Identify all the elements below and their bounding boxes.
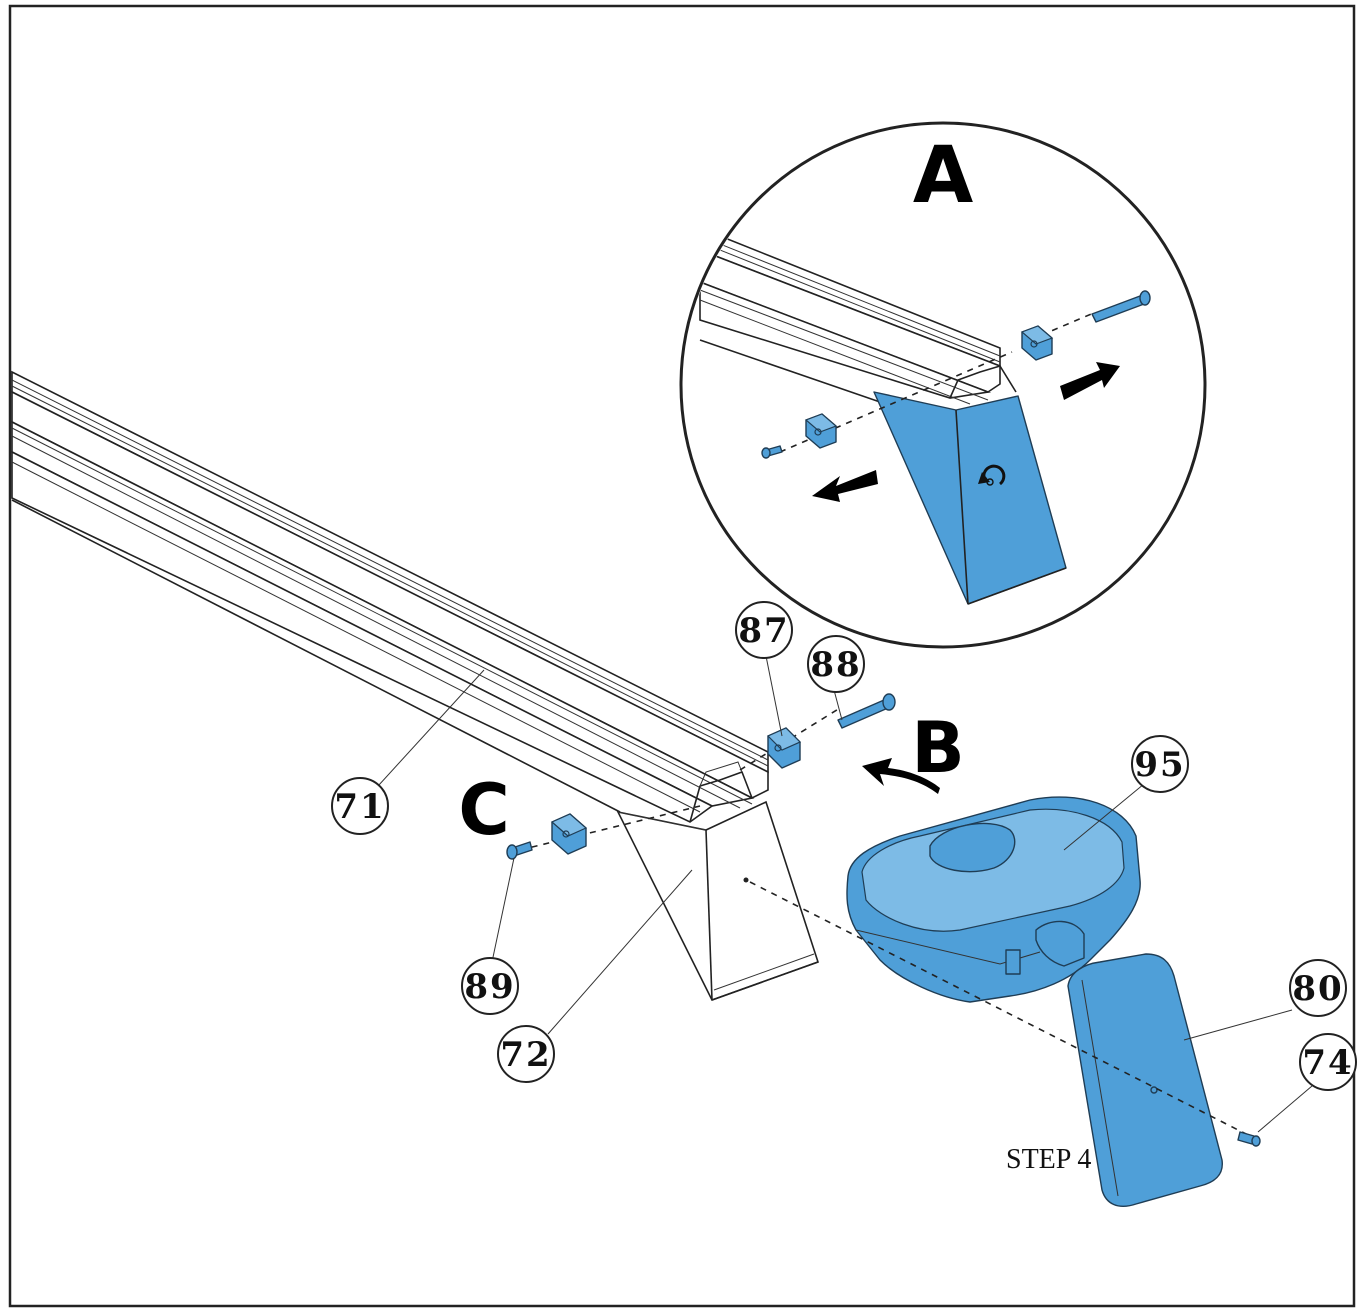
callout-80: 80 — [1289, 959, 1347, 1017]
callout-80-label: 80 — [1292, 969, 1343, 1009]
front-foot — [616, 800, 820, 1001]
alignment-line-74 — [749, 881, 1251, 1137]
hardware-b — [739, 693, 896, 771]
arrow-b — [862, 758, 940, 794]
callout-87: 87 — [735, 601, 793, 659]
end-cap-95 — [846, 796, 1141, 1003]
callout-72: 72 — [497, 1025, 555, 1083]
detail-letter-b: B — [911, 707, 964, 789]
callout-74-label: 74 — [1302, 1043, 1353, 1083]
detail-letter-a: A — [913, 131, 973, 221]
callout-95: 95 — [1131, 735, 1189, 793]
arrow-detail-left — [812, 470, 878, 502]
nut-c — [550, 813, 588, 855]
callout-88-label: 88 — [810, 645, 861, 685]
callout-89: 89 — [461, 957, 519, 1015]
screw-89 — [506, 841, 533, 860]
screw-74 — [1237, 1131, 1261, 1147]
nut-87 — [766, 727, 802, 769]
foot-pad-80 — [1067, 953, 1223, 1208]
arrow-detail-right — [1060, 362, 1120, 400]
callout-74: 74 — [1299, 1033, 1357, 1091]
detail-a — [679, 121, 1207, 649]
callout-95-label: 95 — [1134, 745, 1185, 785]
bolt-88 — [837, 693, 896, 729]
hardware-c — [506, 805, 701, 860]
main-rail — [11, 370, 769, 823]
step-label: STEP 4 — [1006, 1144, 1091, 1175]
callout-88: 88 — [807, 635, 865, 693]
callout-71-label: 71 — [334, 787, 385, 827]
callout-72-label: 72 — [500, 1035, 551, 1075]
callout-89-label: 89 — [464, 967, 515, 1007]
detail-letter-c: C — [458, 769, 509, 851]
leader-lines — [377, 655, 1313, 1133]
page-frame — [8, 4, 1356, 1308]
callout-71: 71 — [331, 777, 389, 835]
callout-87-label: 87 — [738, 611, 789, 651]
